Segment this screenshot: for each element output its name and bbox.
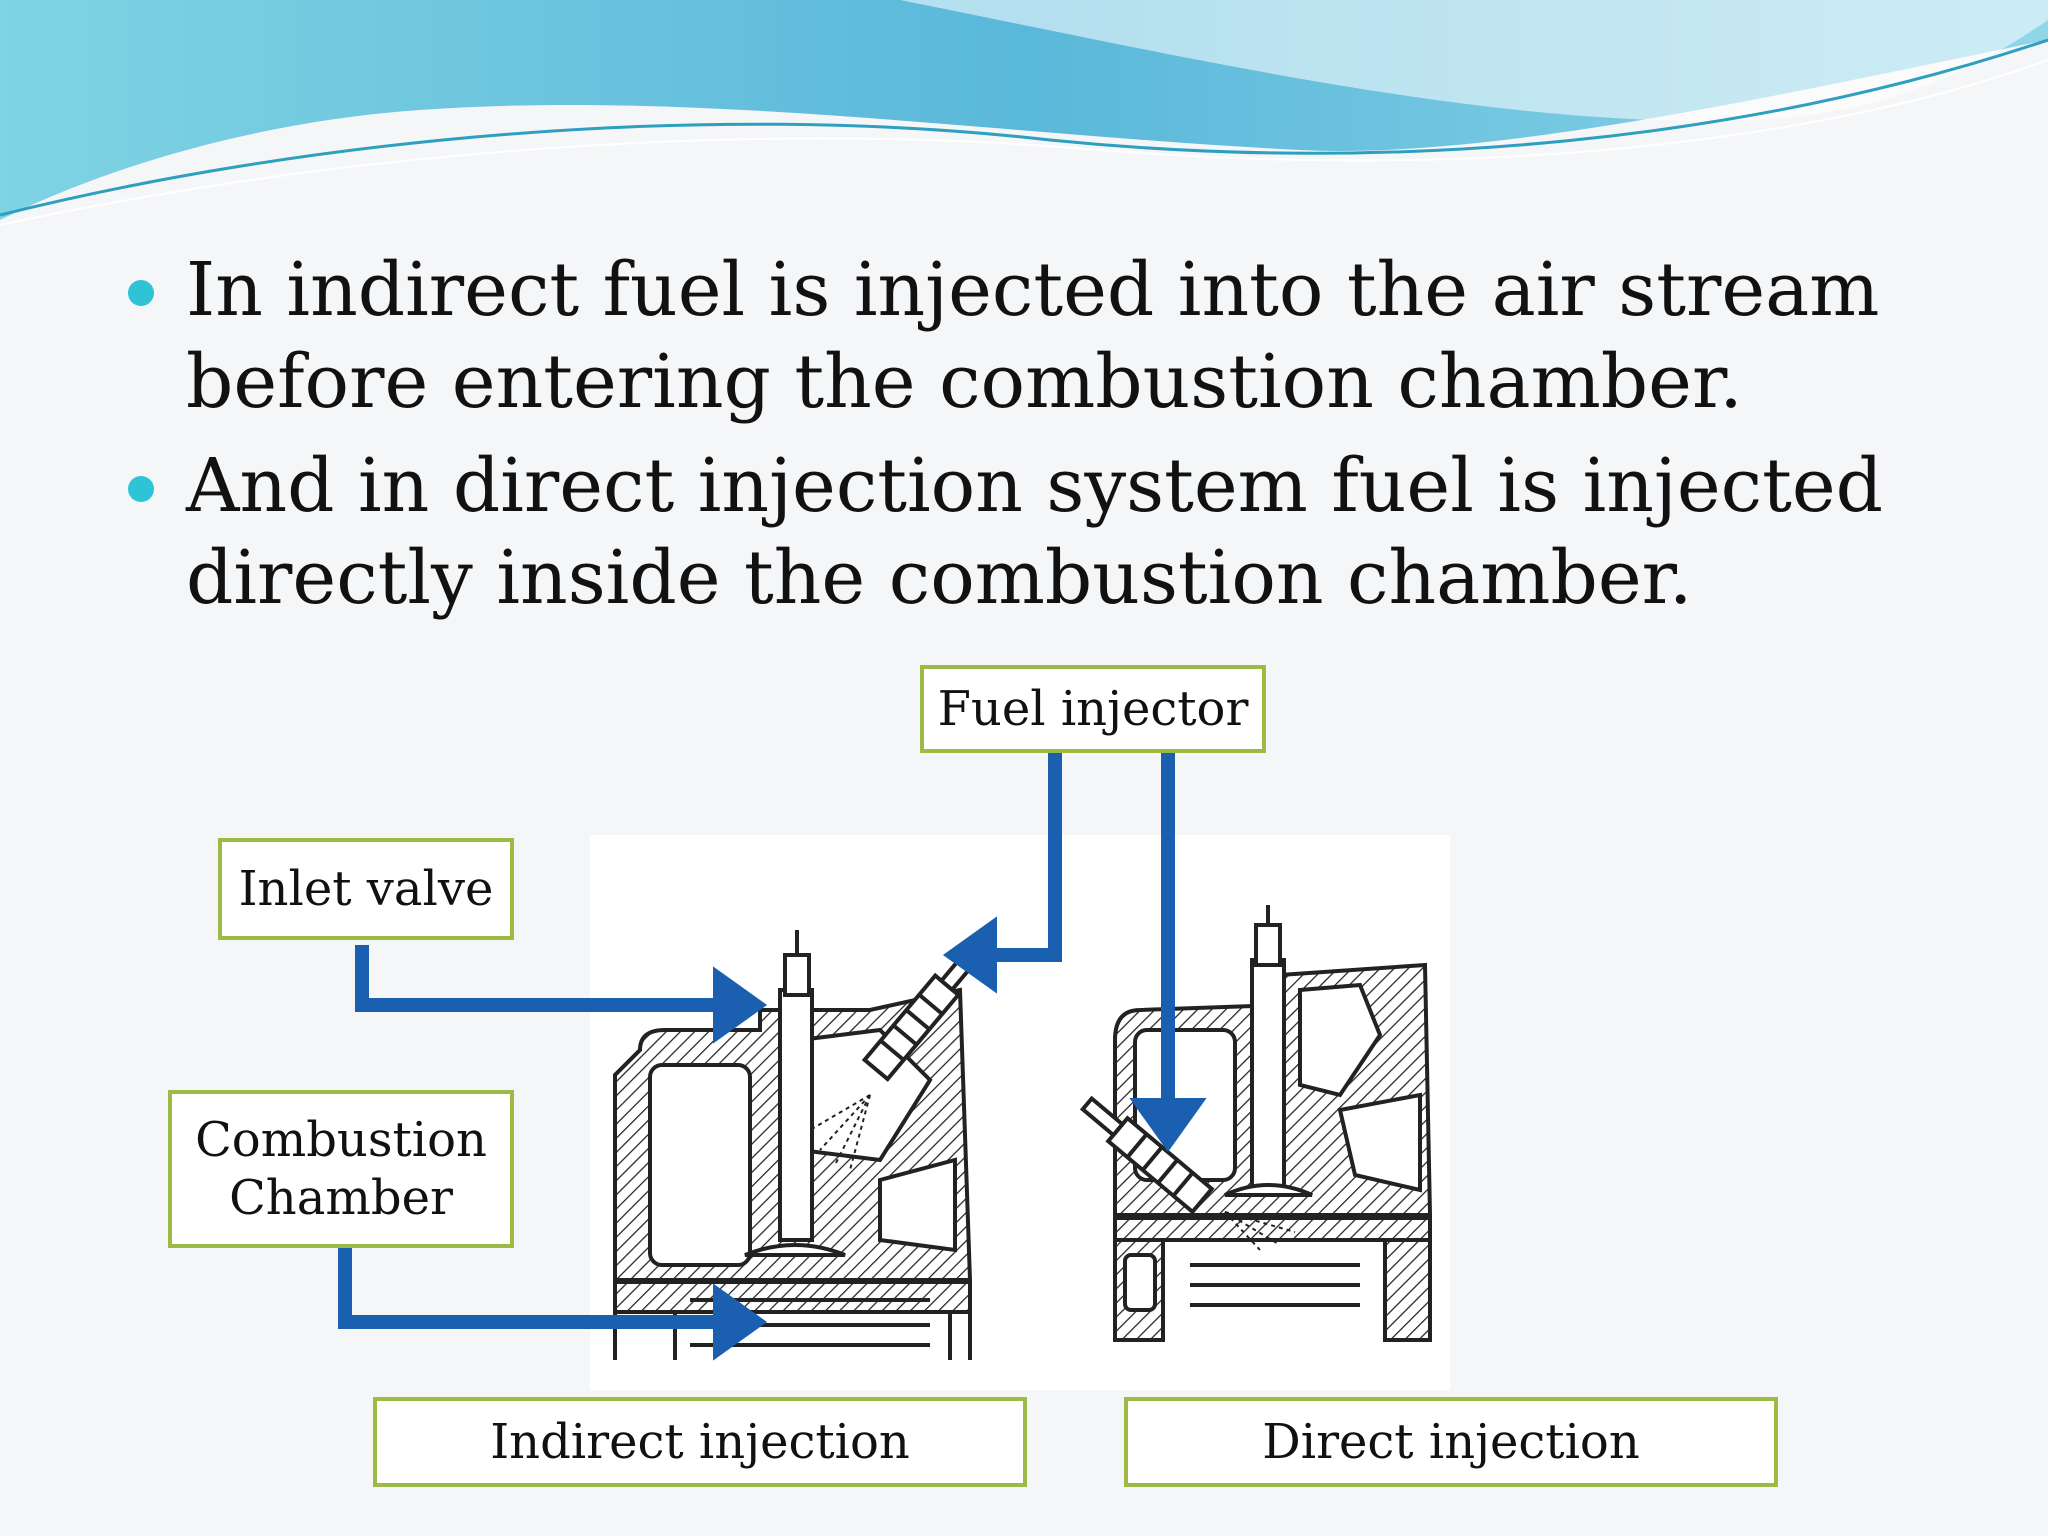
indirect-engine-drawing: [613, 930, 984, 1360]
inlet-valve-arrow: [355, 945, 720, 1012]
combustion-chamber-label: Combustion Chamber: [168, 1090, 514, 1248]
indirect-injection-label: Indirect injection: [373, 1397, 1027, 1487]
bullet-item: And in direct injection system fuel is i…: [128, 440, 1988, 624]
direct-injection-label-text: Direct injection: [1262, 1414, 1640, 1470]
bullet-list: In indirect fuel is injected into the ai…: [128, 244, 1988, 636]
fuel-injector-label-text: Fuel injector: [937, 681, 1249, 737]
inlet-valve-arrowhead-icon: [713, 966, 768, 1044]
header-wave: [0, 0, 2048, 226]
combustion-chamber-label-line2: Chamber: [229, 1170, 453, 1226]
bullet-text: And in direct injection system fuel is i…: [186, 443, 1883, 621]
fuel-injector-direct-arrowhead-icon: [1129, 1098, 1207, 1153]
bullet-item: In indirect fuel is injected into the ai…: [128, 244, 1988, 428]
bullet-text: In indirect fuel is injected into the ai…: [186, 247, 1880, 425]
indirect-injection-label-text: Indirect injection: [490, 1414, 910, 1470]
fuel-injector-label: Fuel injector: [920, 665, 1266, 753]
direct-engine-drawing: [1079, 905, 1433, 1342]
fuel-injector-indirect-arrow: [990, 750, 1062, 962]
fuel-injector-indirect-arrowhead-icon: [942, 916, 997, 994]
bullet-dot-icon: [128, 476, 154, 502]
combustion-chamber-arrowhead-icon: [713, 1283, 768, 1361]
inlet-valve-label-text: Inlet valve: [238, 861, 494, 917]
direct-injection-label: Direct injection: [1124, 1397, 1778, 1487]
combustion-chamber-label-line1: Combustion: [195, 1112, 487, 1168]
combustion-chamber-arrow: [338, 1245, 720, 1329]
callout-arrows: [338, 750, 1207, 1361]
inlet-valve-label: Inlet valve: [218, 838, 514, 940]
bullet-dot-icon: [128, 280, 154, 306]
